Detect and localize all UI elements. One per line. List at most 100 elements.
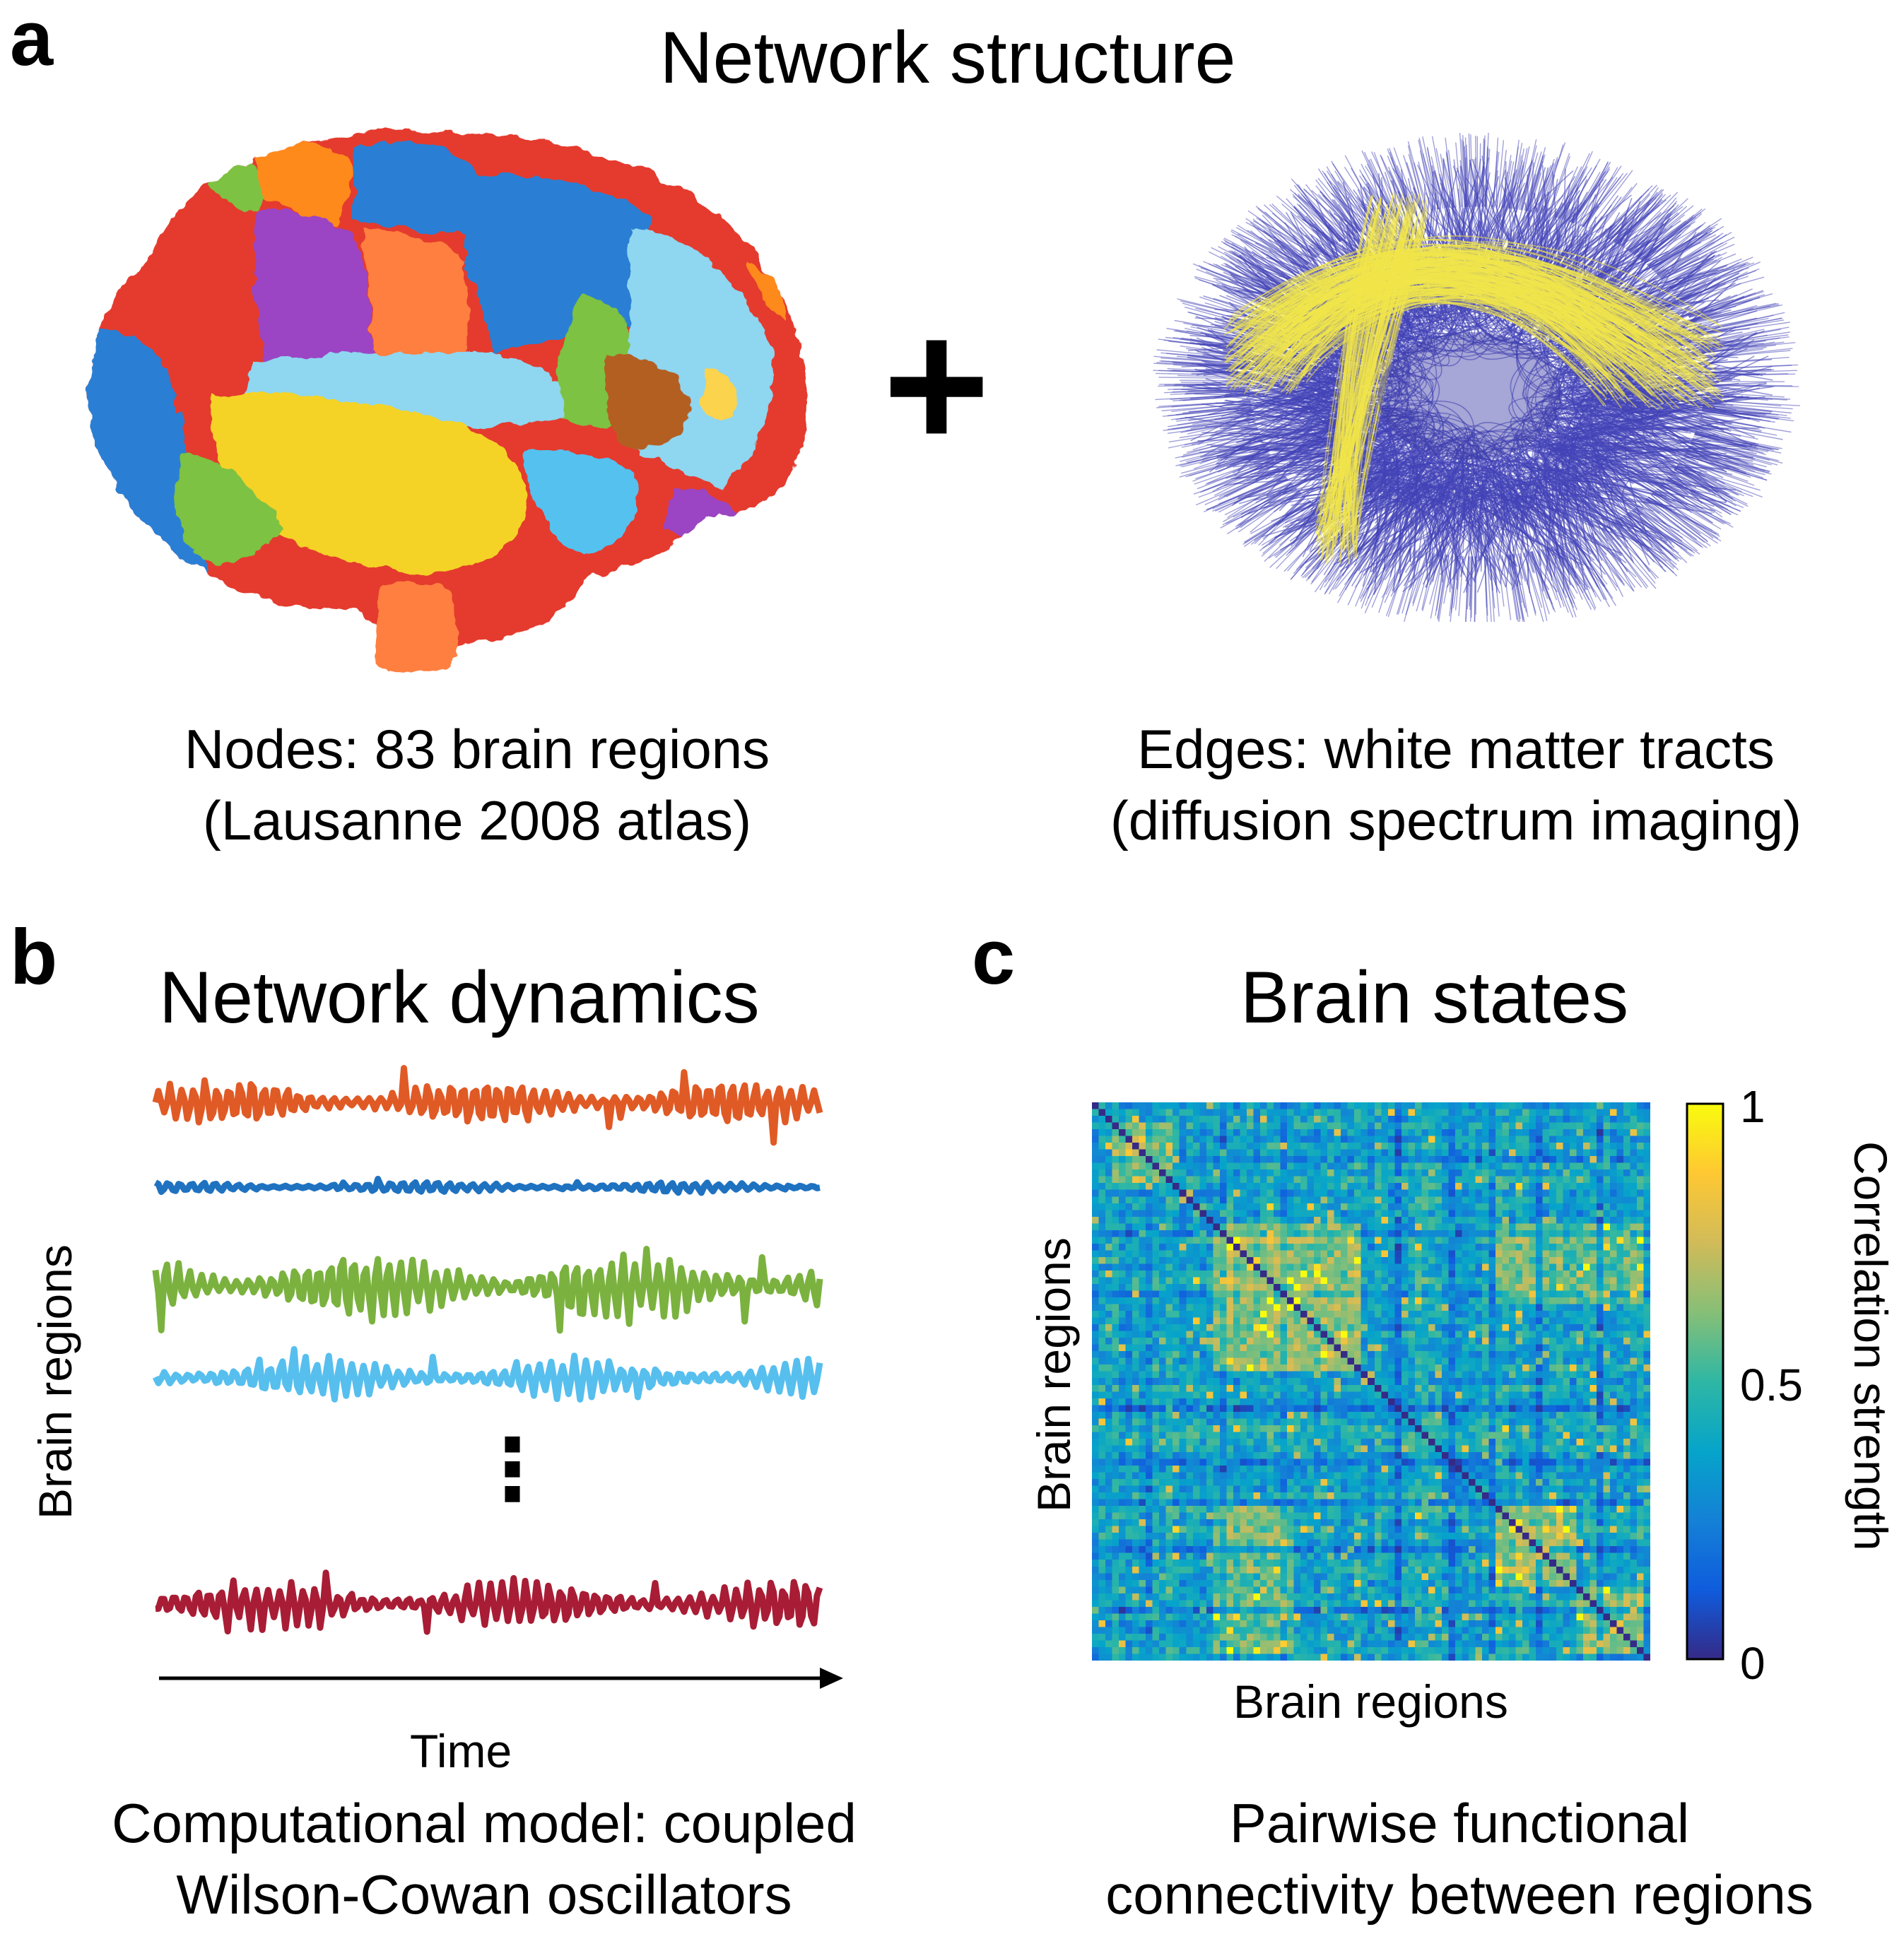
fiber-tract	[1240, 426, 1426, 519]
heatmap-cell	[1112, 1256, 1120, 1265]
heatmap-cell	[1233, 1243, 1240, 1251]
heatmap-cell	[1152, 1183, 1160, 1191]
fiber-tract	[1676, 465, 1736, 502]
fiber-tract	[1628, 211, 1672, 252]
heatmap-cell	[1495, 1116, 1503, 1124]
oscillator-trace	[152, 1246, 823, 1334]
heatmap-cell	[1387, 1230, 1395, 1237]
heatmap-cell	[1226, 1256, 1234, 1265]
heatmap-cell	[1165, 1203, 1173, 1210]
heatmap-cell	[1267, 1230, 1274, 1237]
heatmap-cell	[1280, 1122, 1288, 1130]
heatmap-cell	[1616, 1156, 1624, 1164]
heatmap-cell	[1119, 1122, 1127, 1130]
heatmap-cell	[1381, 1162, 1389, 1170]
heatmap-cell	[1448, 1270, 1456, 1278]
heatmap-cell	[1146, 1189, 1153, 1197]
heatmap-cell	[1132, 1243, 1140, 1251]
heatmap-cell	[1368, 1203, 1375, 1210]
heatmap-cell	[1569, 1230, 1577, 1237]
heatmap-cell	[1475, 1183, 1483, 1191]
heatmap-cell	[1549, 1102, 1557, 1110]
heatmap-cell	[1421, 1156, 1429, 1164]
fiber-tract	[1605, 394, 1688, 495]
heatmap-cell	[1482, 1277, 1490, 1285]
fiber-tract	[1669, 257, 1722, 289]
heatmap-cell	[1421, 1263, 1429, 1271]
heatmap-cell	[1421, 1250, 1429, 1258]
heatmap-cell	[1213, 1143, 1221, 1150]
fiber-tract	[1659, 244, 1735, 278]
heatmap-cell	[1515, 1196, 1523, 1204]
heatmap-cell	[1287, 1250, 1295, 1258]
heatmap-cell	[1469, 1122, 1476, 1130]
heatmap-cell	[1314, 1122, 1322, 1130]
fiber-tract	[1640, 208, 1703, 261]
heatmap-cell	[1582, 1210, 1590, 1218]
heatmap-cell	[1556, 1230, 1563, 1237]
heatmap-cell	[1165, 1169, 1173, 1177]
heatmap-cell	[1314, 1230, 1322, 1237]
heatmap-cell	[1549, 1189, 1557, 1197]
heatmap-cell	[1488, 1183, 1496, 1191]
fiber-tract	[1400, 468, 1522, 552]
heatmap-cell	[1469, 1102, 1476, 1110]
heatmap-cell	[1408, 1250, 1416, 1258]
heatmap-cell	[1475, 1210, 1483, 1218]
heatmap-cell	[1273, 1277, 1281, 1285]
heatmap-cell	[1146, 1283, 1153, 1292]
heatmap-cell	[1098, 1169, 1106, 1177]
heatmap-cell	[1307, 1162, 1315, 1170]
heatmap-cell	[1267, 1250, 1274, 1258]
fiber-tract	[1213, 263, 1281, 295]
heatmap-cell	[1408, 1223, 1416, 1231]
heatmap-cell	[1441, 1277, 1450, 1285]
heatmap-cell	[1240, 1169, 1247, 1177]
heatmap-cell	[1119, 1196, 1127, 1204]
fiber-tract	[1681, 271, 1749, 305]
heatmap-cell	[1556, 1136, 1563, 1143]
heatmap-cell	[1455, 1102, 1463, 1110]
heatmap-cell	[1300, 1203, 1308, 1210]
heatmap-cell	[1563, 1277, 1570, 1285]
heatmap-cell	[1549, 1169, 1557, 1177]
heatmap-cell	[1542, 1223, 1550, 1231]
heatmap-cell	[1233, 1250, 1240, 1258]
heatmap-cell	[1192, 1129, 1200, 1137]
heatmap-cell	[1125, 1216, 1133, 1224]
heatmap-cell	[1293, 1122, 1301, 1130]
heatmap-cell	[1495, 1210, 1503, 1218]
heatmap-cell	[1421, 1216, 1429, 1224]
heatmap-cell	[1246, 1136, 1254, 1143]
heatmap-cell	[1280, 1109, 1288, 1116]
heatmap-cell	[1179, 1237, 1187, 1244]
heatmap-cell	[1556, 1102, 1563, 1110]
fiber-tract	[1218, 468, 1281, 501]
heatmap-cell	[1596, 1203, 1604, 1210]
heatmap-cell	[1515, 1250, 1523, 1258]
fiber-tract	[1583, 536, 1626, 587]
heatmap-cell	[1455, 1122, 1463, 1130]
heatmap-cell	[1092, 1196, 1100, 1204]
heatmap-cell	[1408, 1183, 1416, 1191]
heatmap-cell	[1569, 1270, 1577, 1278]
heatmap-cell	[1401, 1196, 1409, 1204]
heatmap-cell	[1314, 1176, 1322, 1184]
heatmap-cell	[1152, 1223, 1160, 1231]
heatmap-cell	[1421, 1143, 1429, 1150]
heatmap-cell	[1273, 1223, 1281, 1231]
heatmap-cell	[1623, 1156, 1631, 1164]
heatmap-cell	[1630, 1102, 1638, 1110]
highlighted-tract	[1259, 276, 1655, 398]
heatmap-cell	[1320, 1129, 1328, 1137]
fiber-tract	[1488, 556, 1495, 608]
fiber-tract	[1435, 555, 1447, 611]
heatmap-cell	[1354, 1230, 1362, 1237]
heatmap-cell	[1300, 1122, 1308, 1130]
heatmap-cell	[1347, 1136, 1355, 1143]
heatmap-cell	[1092, 1263, 1100, 1271]
fiber-tract	[1616, 519, 1674, 570]
heatmap-cell	[1246, 1109, 1254, 1116]
heatmap-cell	[1582, 1237, 1590, 1244]
heatmap-cell	[1603, 1183, 1611, 1191]
